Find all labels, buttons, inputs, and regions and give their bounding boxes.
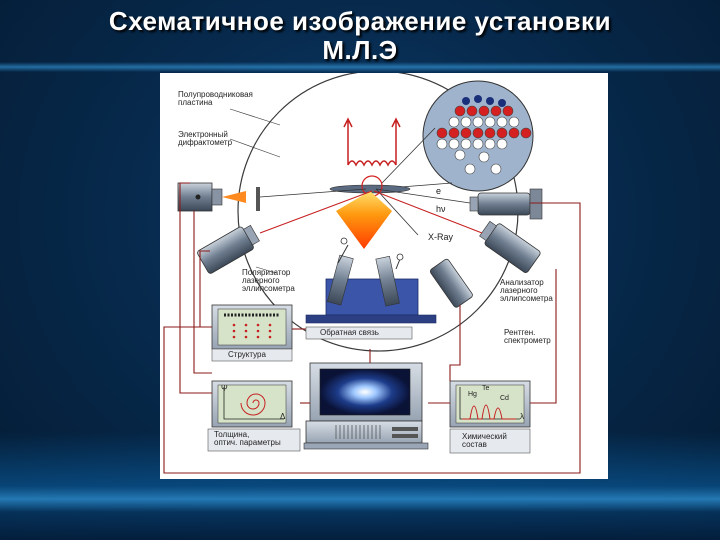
label-wafer: Полупроводниковая пластина xyxy=(178,90,253,107)
diffraction-screen xyxy=(469,188,543,220)
label-spectrometer: Рентген. спектрометр xyxy=(504,328,551,345)
plot-label-psi: Ψ xyxy=(221,384,228,393)
label-thickness: Толщина, оптич. параметры xyxy=(214,430,281,447)
label-leader xyxy=(255,266,277,274)
shutter xyxy=(256,187,260,211)
label-diffractometer: Электронный дифрактометр xyxy=(178,130,233,147)
control-loop-lines xyxy=(163,182,581,474)
top-glow-band xyxy=(0,62,720,72)
analyzer-cylinder xyxy=(479,220,541,273)
diffracted-beam-line xyxy=(375,188,471,204)
label-feedback: Обратная связь xyxy=(320,328,379,337)
computer-workstation xyxy=(303,362,429,450)
plot-label-lambda: λ xyxy=(520,412,524,421)
label-leader xyxy=(229,138,281,158)
zoom-leader-line xyxy=(381,127,436,184)
label-leader xyxy=(229,108,281,126)
mbe-diagram-drawing xyxy=(163,70,581,474)
laser-beam-in xyxy=(259,190,373,234)
plot-label-cd: Cd xyxy=(500,395,509,402)
mbe-diagram: Полупроводниковая пластина Электронный д… xyxy=(160,70,608,479)
slide-subtitle: М.Л.Э xyxy=(322,35,398,65)
label-xray: X-Ray xyxy=(428,232,454,242)
label-polarizer: Поляризатор лазерного эллипсометра xyxy=(242,268,295,293)
electron-gun xyxy=(177,182,223,212)
plot-label-hg: Hg xyxy=(468,391,477,398)
electron-beam-flare xyxy=(222,191,246,203)
heater-coil xyxy=(343,117,401,167)
feedback-box xyxy=(305,326,413,340)
label-photon: hν xyxy=(436,204,446,214)
structure-monitor xyxy=(211,304,293,362)
molecular-beam xyxy=(336,191,392,249)
label-electron: e xyxy=(436,186,442,196)
effusion-cells xyxy=(305,237,437,324)
polarizer-cylinder xyxy=(197,224,260,274)
plot-label-delta: Δ xyxy=(280,412,286,421)
wafer-lattice-zoom xyxy=(422,80,534,192)
label-analyzer: Анализатор лазерного эллипсометра xyxy=(500,278,553,303)
label-chemical: Химический состав xyxy=(462,432,507,449)
ellipsometry-monitor xyxy=(207,380,301,452)
bottom-glow-band xyxy=(0,486,720,512)
laser-beam-out xyxy=(373,190,483,234)
label-structure: Структура xyxy=(228,350,266,359)
xray-beam-line xyxy=(375,188,419,236)
electron-beam-line xyxy=(259,188,367,198)
plot-label-te: Te xyxy=(482,385,490,392)
xray-spectrometer-cylinder xyxy=(429,258,473,308)
slide-title: Схематичное изображение установки xyxy=(108,6,612,36)
chemical-monitor xyxy=(449,380,531,454)
